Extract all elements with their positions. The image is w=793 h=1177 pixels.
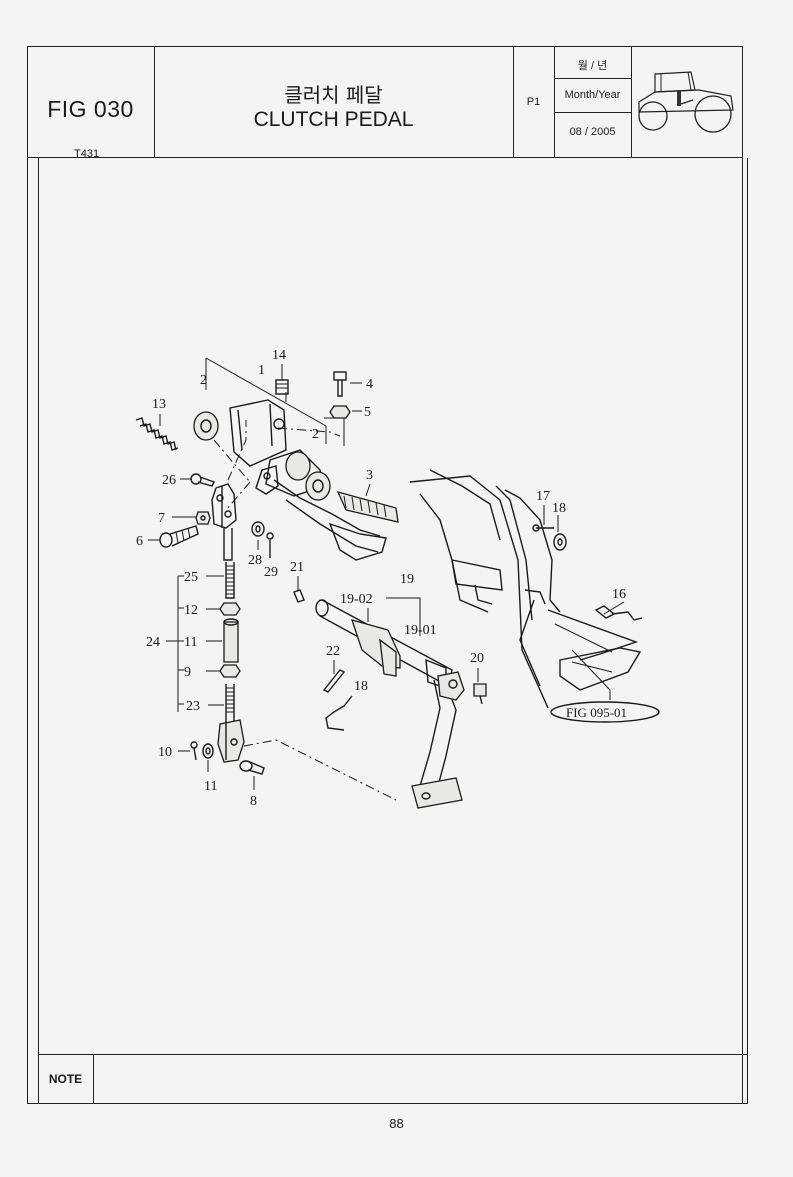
title-english: CLUTCH PEDAL — [253, 108, 414, 131]
callout-14: 13 — [135, 397, 179, 451]
callout-label: 28 — [248, 553, 262, 568]
divider — [154, 46, 155, 158]
divider — [554, 78, 631, 79]
clevis-lower — [217, 719, 397, 801]
callout-label: 9 — [184, 665, 191, 680]
callout-label: 16 — [612, 587, 626, 602]
clevis-upper — [211, 481, 251, 561]
note-label: NOTE — [38, 1055, 94, 1103]
page-number: 88 — [389, 1116, 404, 1131]
page-code: P1 — [526, 96, 541, 108]
callout-label: 17 — [536, 489, 550, 504]
reference-fig-095-01: FIG 095-01 — [550, 649, 660, 723]
callout-label: 29 — [264, 565, 278, 580]
callout-label: 19-02 — [340, 592, 373, 607]
callout-22: 20 — [470, 651, 487, 705]
callout-29-30: 28 29 — [248, 521, 278, 580]
callout-label: 14 — [272, 348, 286, 363]
divider — [631, 46, 632, 158]
callout-20-21: 22 18 — [322, 644, 368, 731]
callout-label: 8 — [250, 794, 257, 809]
reference-label: FIG 095-01 — [566, 705, 627, 720]
callout-5: 7 — [158, 511, 211, 526]
note-row: NOTE — [38, 1054, 748, 1104]
callout-label: 11 — [204, 779, 217, 794]
callout-28: 26 — [162, 473, 215, 488]
header: FIG 030 T431 클러치 페달 CLUTCH PEDAL P1 월 / … — [27, 46, 743, 160]
callout-label: 5 — [364, 405, 371, 420]
callout-4: 6 — [136, 525, 199, 549]
callout-25-group: 24 25 12 11 9 23 — [146, 562, 241, 725]
callout-17-18: 17 18 — [532, 489, 567, 551]
callout-23: 21 — [290, 560, 305, 603]
callout-label: 2 — [200, 373, 207, 388]
callout-label: 24 — [146, 635, 160, 650]
fig-number: FIG 030 — [47, 96, 134, 122]
callout-label: 19 — [400, 572, 414, 587]
transmission-housing — [409, 469, 642, 709]
divider — [554, 112, 631, 113]
callout-label: 25 — [184, 570, 198, 585]
callout-1-2-15: 14 1 2 2 3 — [200, 348, 373, 497]
divider — [513, 46, 514, 158]
callout-label: 13 — [152, 397, 166, 412]
callout-label: 18 — [552, 501, 566, 516]
tractor-icon — [638, 71, 734, 133]
callout-label: 21 — [290, 560, 304, 575]
callout-label: 26 — [162, 473, 176, 488]
callout-16: 16 — [603, 587, 643, 621]
callout-label: 3 — [366, 468, 373, 483]
callout-label: 1 — [258, 363, 265, 378]
callout-label: 23 — [186, 699, 200, 714]
callout-6-7: 4 5 — [329, 371, 373, 420]
callout-label: 6 — [136, 534, 143, 549]
callout-label: 20 — [470, 651, 484, 666]
callout-label: 7 — [158, 511, 165, 526]
callout-label: 2 — [312, 427, 319, 442]
callout-10-9-8: 10 11 8 — [158, 741, 265, 809]
model-code: T431 — [74, 148, 100, 160]
date-value: 08 / 2005 — [569, 126, 616, 138]
callout-label: 18 — [354, 679, 368, 694]
date-label-english: Month/Year — [564, 89, 621, 101]
diagram-area — [38, 158, 748, 1104]
callout-label: 22 — [326, 644, 340, 659]
callout-label: 11 — [184, 635, 197, 650]
callout-label: 12 — [184, 603, 198, 618]
pedal-shaft — [315, 599, 465, 809]
callout-label: 4 — [366, 377, 373, 392]
callout-19: 19 19-02 19-01 — [340, 572, 437, 638]
callout-label: 10 — [158, 745, 172, 760]
title-korean: 클러치 페달 — [284, 83, 383, 107]
date-label-korean: 월 / 년 — [577, 60, 608, 72]
pedal-bracket-assembly — [193, 357, 399, 561]
divider — [554, 46, 555, 158]
callout-label: 19-01 — [404, 623, 437, 638]
